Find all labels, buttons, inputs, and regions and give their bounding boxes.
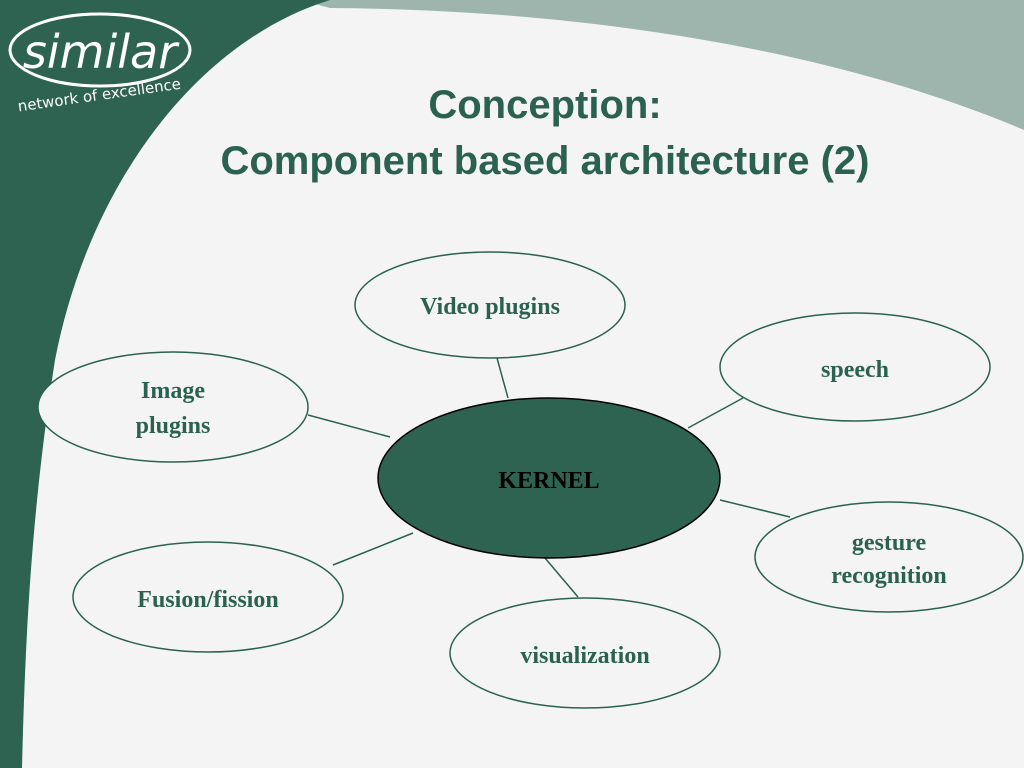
node-video-plugins: Video plugins [354, 251, 626, 359]
connector-image [307, 414, 391, 438]
node-label-line-2: plugins [136, 413, 211, 439]
kernel-label: KERNEL [498, 468, 599, 494]
node-gesture-recognition: gesture recognition [754, 501, 1024, 613]
connector-gesture [719, 499, 791, 518]
node-label: Fusion/fission [137, 587, 278, 613]
dark-green-swoosh [0, 0, 330, 768]
connector-speech [687, 397, 744, 429]
kernel-node: KERNEL [377, 397, 721, 559]
page-title-line-1: Conception: [428, 83, 662, 127]
node-label-line-1: Image [141, 378, 205, 404]
connector-fusion [332, 532, 414, 566]
connector-video [496, 357, 509, 399]
node-label: speech [821, 357, 889, 383]
node-speech: speech [719, 312, 991, 422]
connectors [307, 357, 791, 598]
node-image-plugins: Image plugins [37, 351, 309, 463]
page-title-line-2: Component based architecture (2) [220, 139, 870, 183]
node-visualization: visualization [449, 597, 721, 709]
connector-visualization [544, 557, 579, 598]
node-label-line-2: recognition [831, 563, 947, 589]
node-label: Video plugins [420, 294, 560, 320]
logo-wordmark: similar [23, 25, 180, 79]
node-fusion-fission: Fusion/fission [72, 541, 344, 653]
node-label-line-1: gesture [852, 530, 927, 556]
light-green-band [300, 0, 1024, 130]
node-label: visualization [520, 643, 649, 669]
